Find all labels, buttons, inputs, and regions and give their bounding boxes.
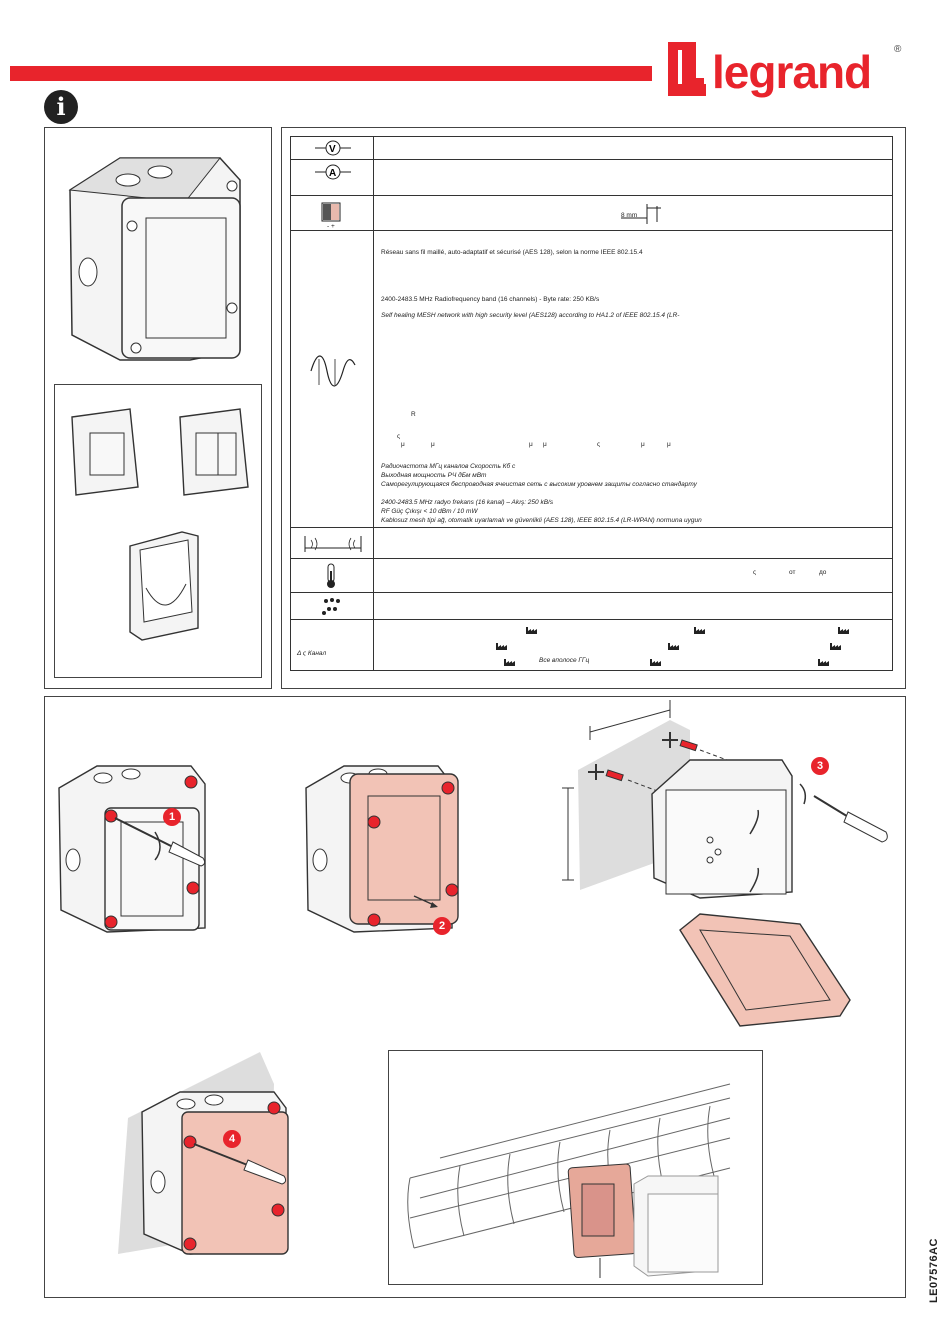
spec-row-current: A [291, 159, 892, 196]
radio-line-fr: Réseau sans fil maillé, auto-adaptatif e… [381, 249, 643, 256]
radio-line-tr-mesh: Kablosuz mesh tipi ağ, otomatik uyarlama… [381, 517, 702, 524]
cable-tray-illustration [407, 1083, 731, 1278]
factory-icon [830, 643, 841, 650]
range-icon [304, 536, 362, 552]
thermometer-icon [327, 563, 335, 588]
step3-wall-mount-illustration [562, 700, 888, 1027]
fragment-s: ς [397, 433, 401, 440]
factory-icon [838, 627, 849, 634]
svg-text:A: A [329, 168, 336, 179]
polarity-label: - + [327, 223, 335, 230]
spec-table: V A - + 8 mm [290, 136, 893, 671]
fragment-mu-4: μ [543, 441, 547, 448]
strip-length-label: 8 mm [621, 212, 638, 219]
header-red-bar [10, 66, 652, 81]
factory-icon [818, 659, 829, 666]
document-code: LE07576AC [928, 1238, 940, 1304]
legrand-logo: legrand ® [668, 42, 902, 98]
step-badge-2: 2 [433, 917, 451, 935]
temp-fragment-1: ς [753, 569, 757, 576]
spec-row-range [291, 527, 892, 559]
radio-line-en-mesh: Self healing MESH network with high secu… [381, 312, 680, 319]
current-icon: A [315, 164, 351, 180]
factory-icon [650, 659, 661, 666]
spec-row-temperature: ς от до [291, 558, 892, 593]
fragment-mu-3: μ [529, 441, 533, 448]
svg-text:V: V [329, 144, 336, 155]
channel-label: Δ ς Канал [297, 650, 327, 657]
temp-fragment-3: до [819, 569, 827, 576]
spec-row-radio: Réseau sans fil maillé, auto-adaptatif e… [291, 230, 892, 528]
fragment-mu-6: μ [667, 441, 671, 448]
fragment-s-2: ς [597, 441, 601, 448]
channel-fragment: Все вполосе ГГц [539, 657, 590, 664]
radio-line-ru-mesh: Саморегулирующаяся беспроводная ячеистая… [381, 481, 697, 488]
step4-close-cover-illustration [118, 1052, 289, 1255]
radio-line-tr-power: RF Güç Çıkışı < 10 dBm / 10 mW [381, 508, 478, 515]
socket-cover-illustration [129, 531, 199, 641]
factory-icon [526, 627, 537, 634]
registered-mark: ® [894, 44, 902, 55]
radio-line-ru-band: Радиочастота МГц каналов Скорость Кб с [381, 463, 516, 470]
step-badge-3: 3 [811, 757, 829, 775]
fragment-r: R [411, 411, 416, 418]
fragment-mu-2: μ [431, 441, 435, 448]
single-switch-illustration [71, 408, 139, 496]
fragment-mu-1: μ [401, 441, 405, 448]
step2-remove-cover-illustration [305, 765, 459, 933]
step1-open-cover-illustration [58, 765, 206, 933]
voltage-icon: V [315, 140, 351, 156]
brand-wordmark: legrand [712, 46, 871, 98]
spec-row-approvals: Δ ς Канал Все вполосе ГГц [291, 619, 892, 671]
radio-line-tr-band: 2400-2483.5 MHz radyo frekans (16 kanal)… [381, 499, 554, 506]
junction-box-illustration [68, 157, 241, 361]
radio-wave-icon [310, 355, 356, 387]
spec-row-wiring: - + 8 mm [291, 195, 892, 231]
factory-icon [496, 643, 507, 650]
double-switch-illustration [179, 408, 249, 496]
humidity-icon [322, 598, 340, 615]
radio-line-ru-power: Выходная мощность РЧ дБм мВт [381, 472, 487, 479]
info-icon: i [44, 90, 78, 124]
fragment-mu-5: μ [641, 441, 645, 448]
terminal-icon [321, 202, 341, 222]
step-badge-4: 4 [223, 1130, 241, 1148]
spec-row-humidity [291, 592, 892, 620]
strip-length-icon [621, 204, 661, 224]
factory-icon [504, 659, 515, 666]
spec-row-voltage: V [291, 137, 892, 159]
radio-line-en-band: 2400-2483.5 MHz Radiofrequency band (16 … [381, 296, 600, 303]
spec-panel [281, 127, 906, 689]
temp-fragment-2: от [789, 569, 796, 576]
factory-icon [668, 643, 679, 650]
step-badge-1: 1 [163, 808, 181, 826]
factory-icon [694, 627, 705, 634]
